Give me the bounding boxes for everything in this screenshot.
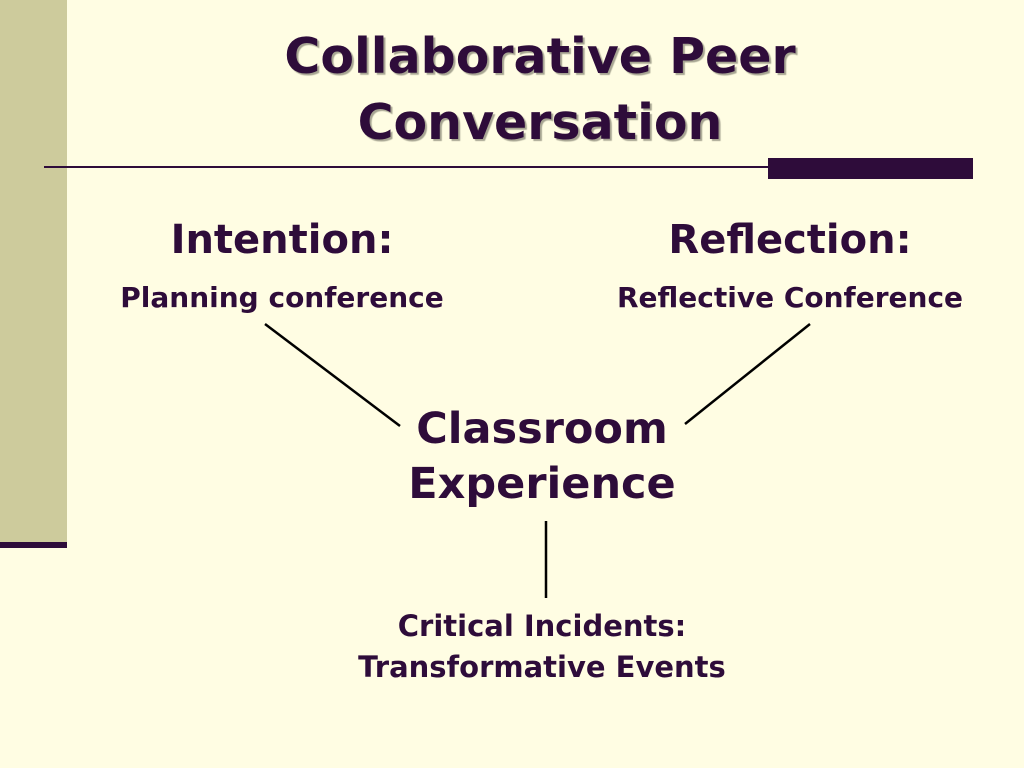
intention-heading: Intention: — [170, 217, 394, 263]
bottom-line-2: Transformative Events — [358, 649, 726, 684]
left-sidebar-accent — [0, 542, 67, 548]
slide-title: Collaborative Peer Conversation — [140, 24, 940, 155]
reflection-heading: Reflection: — [668, 217, 912, 263]
title-underline-thick — [768, 158, 973, 179]
bottom-line-1: Critical Incidents: — [397, 609, 687, 643]
left-sidebar-bar — [0, 0, 67, 542]
title-line-2: Conversation — [357, 93, 723, 151]
connector-left — [264, 323, 401, 427]
critical-incidents-node: Critical Incidents: Transformative Event… — [282, 606, 802, 687]
center-line-2: Experience — [408, 459, 676, 510]
connector-right — [684, 323, 811, 425]
reflective-conference-label: Reflective Conference — [616, 281, 964, 314]
title-underline-thin — [44, 166, 770, 168]
title-line-1: Collaborative Peer — [284, 28, 796, 85]
planning-conference-label: Planning conference — [120, 281, 444, 314]
classroom-experience-node: Classroom Experience — [352, 402, 732, 512]
center-line-1: Classroom — [416, 404, 668, 454]
